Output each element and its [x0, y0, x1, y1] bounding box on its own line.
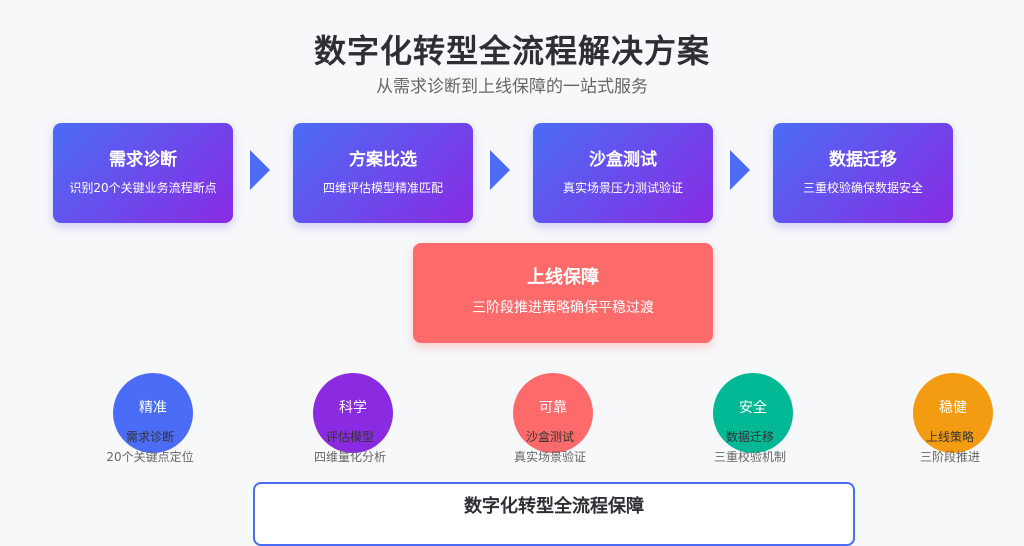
feature-title: 上线策略: [925, 430, 974, 444]
feature-circle-label: 稳健: [939, 400, 967, 416]
page-title: 数字化转型全流程解决方案: [313, 32, 710, 70]
feature-desc: 三重校验机制: [713, 450, 786, 464]
feature-desc: 四维量化分析: [313, 450, 386, 464]
feature-circle-scientific: 科学: [313, 373, 393, 453]
feature-title: 需求诊断: [125, 430, 174, 444]
feature-title: 沙盒测试: [525, 430, 574, 444]
feature-title: 数据迁移: [725, 430, 774, 444]
step-solution-compare: 方案比选 四维评估模型精准匹配: [293, 123, 473, 223]
feature-circle-reliable: 可靠: [513, 373, 593, 453]
step-title: 需求诊断: [109, 150, 177, 170]
final-step-desc: 三阶段推进策略确保平稳过渡: [472, 300, 654, 316]
feature-circle-secure: 安全: [713, 373, 793, 453]
arrow-right-icon: [490, 150, 510, 190]
feature-circle-label: 可靠: [539, 400, 567, 416]
step-sandbox-test: 沙盒测试 真实场景压力测试验证: [533, 123, 713, 223]
arrow-right-icon: [250, 150, 270, 190]
summary-title: 数字化转型全流程保障: [464, 496, 644, 517]
feature-circle-label: 科学: [339, 400, 367, 416]
step-needs-diagnosis: 需求诊断 识别20个关键业务流程断点: [53, 123, 233, 223]
feature-circle-label: 安全: [739, 400, 767, 416]
feature-title: 评估模型: [325, 430, 374, 444]
step-title: 方案比选: [349, 150, 417, 170]
step-title: 沙盒测试: [589, 150, 657, 170]
step-data-migration: 数据迁移 三重校验确保数据安全: [773, 123, 953, 223]
feature-desc: 真实场景验证: [513, 450, 586, 464]
feature-circle-label: 精准: [139, 400, 167, 416]
final-step-title: 上线保障: [527, 267, 599, 288]
feature-circle-precise: 精准: [113, 373, 193, 453]
feature-desc: 三阶段推进: [919, 450, 980, 464]
summary-box: 数字化转型全流程保障: [253, 482, 855, 546]
step-desc: 真实场景压力测试验证: [562, 181, 683, 195]
feature-circle-robust: 稳健: [913, 373, 993, 453]
step-desc: 四维评估模型精准匹配: [322, 181, 443, 195]
arrow-right-icon: [730, 150, 750, 190]
step-desc: 识别20个关键业务流程断点: [69, 181, 217, 195]
feature-desc: 20个关键点定位: [106, 450, 194, 464]
page-subtitle: 从需求诊断到上线保障的一站式服务: [376, 77, 648, 97]
step-desc: 三重校验确保数据安全: [802, 181, 923, 195]
step-launch-guarantee: 上线保障 三阶段推进策略确保平稳过渡: [413, 243, 713, 343]
step-title: 数据迁移: [829, 150, 897, 170]
